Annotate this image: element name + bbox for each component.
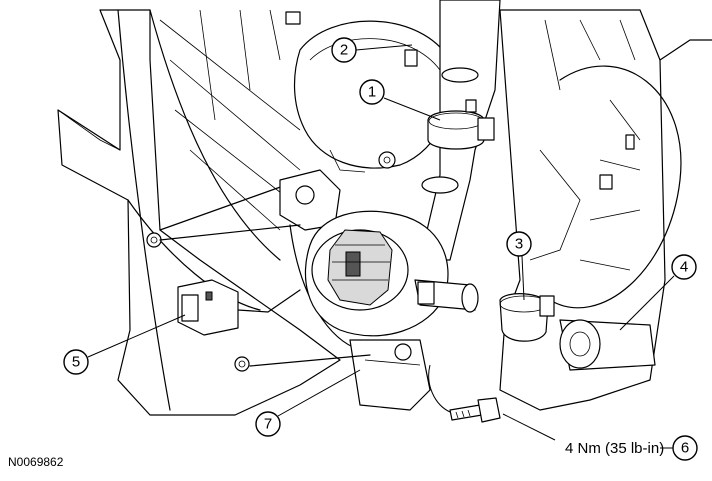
left-fan-shroud — [57, 9, 341, 416]
callout-6-label: 6 — [681, 440, 689, 457]
callout-2: 2 — [331, 37, 413, 63]
callout-2-label: 2 — [340, 42, 348, 59]
pump-bolt — [428, 364, 501, 423]
callout-3-label: 3 — [515, 236, 523, 253]
callout-7-label: 7 — [264, 416, 272, 433]
outlet-hose — [559, 319, 656, 371]
callout-3: 3 — [506, 231, 532, 301]
torque-spec: 4 Nm (35 lb-in) — [565, 440, 664, 457]
callout-1: 1 — [359, 79, 441, 121]
upper-hose-clamp — [427, 99, 495, 150]
callout-6: 4 Nm (35 lb-in) 6 — [502, 413, 698, 461]
callout-4-label: 4 — [680, 259, 688, 276]
mounting-bolts — [146, 151, 396, 372]
auxiliary-coolant-pump — [304, 210, 479, 337]
callout-5-label: 5 — [72, 354, 80, 371]
pump-bracket — [279, 169, 431, 411]
callout-5: 5 — [63, 314, 186, 375]
callout-1-label: 1 — [368, 84, 376, 101]
callout-4: 4 — [619, 254, 697, 331]
electrical-connector — [177, 279, 301, 336]
lower-hose-clamp — [499, 293, 555, 342]
figure-id: N0069862 — [8, 455, 64, 469]
callout-7: 7 — [255, 369, 361, 437]
